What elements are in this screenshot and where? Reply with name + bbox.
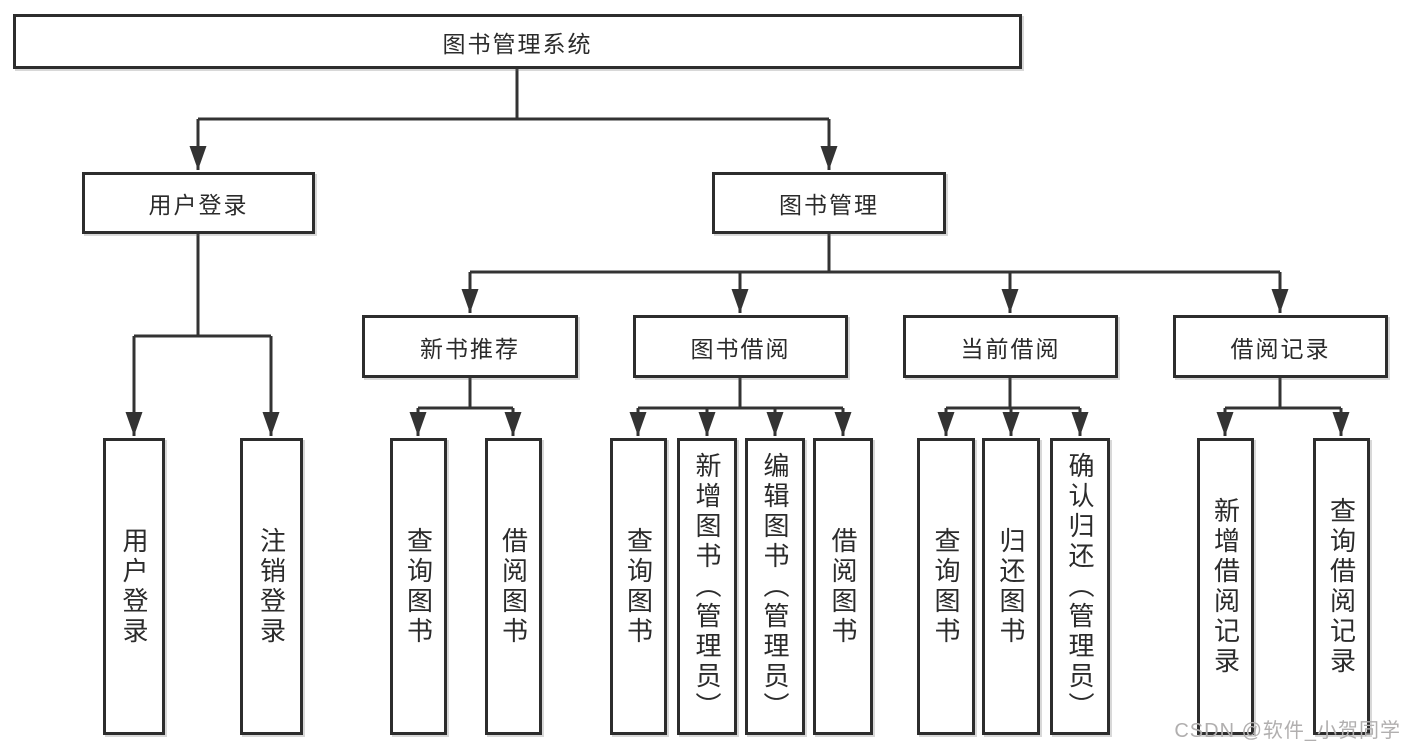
csdn-watermark: CSDN @软件_小贺同学: [1174, 720, 1401, 742]
connector-user-login-trunk: [134, 233, 271, 338]
connector-borrowing-records-trunk: [1225, 378, 1341, 410]
node-return-books: 归还图书: [982, 438, 1040, 735]
node-label: 图书借阅: [690, 335, 791, 362]
node-query-books-borrowing: 查询图书: [610, 438, 667, 735]
node-label: 编辑图书（管理员）: [760, 451, 790, 722]
node-label: 用户登录: [119, 526, 149, 647]
node-edit-books-admin: 编辑图书（管理员）: [745, 438, 805, 735]
node-user-login: 用户登录: [82, 172, 315, 234]
node-new-book-recommend: 新书推荐: [362, 315, 578, 378]
node-borrowing-records: 借阅记录: [1173, 315, 1388, 378]
node-label: 查询借阅记录: [1326, 496, 1357, 677]
node-book-management: 图书管理: [712, 172, 946, 234]
node-label: 注销登录: [256, 526, 287, 647]
node-book-borrowing: 图书借阅: [633, 315, 848, 378]
node-label: 新增图书（管理员）: [692, 451, 722, 722]
node-label: 图书管理: [779, 192, 879, 218]
node-add-books-admin: 新增图书（管理员）: [677, 438, 737, 735]
node-library-management-system: 图书管理系统: [13, 14, 1022, 69]
node-label: 查询图书: [931, 526, 961, 647]
node-add-borrow-record: 新增借阅记录: [1197, 438, 1254, 735]
node-label: 新书推荐: [420, 335, 520, 362]
connector-root-trunk: [198, 68, 829, 121]
node-label: 查询图书: [623, 526, 654, 647]
node-query-books-recommend: 查询图书: [390, 438, 447, 735]
node-label: 借阅图书: [498, 526, 529, 647]
connector-book-borrowing-trunk: [638, 378, 843, 410]
connector-current-borrowing-trunk: [946, 378, 1080, 410]
connector-book-management-trunk: [470, 233, 1280, 274]
node-user-login-action: 用户登录: [103, 438, 165, 735]
node-logout-action: 注销登录: [240, 438, 303, 735]
node-label: 用户登录: [148, 192, 249, 218]
node-label: 借阅记录: [1230, 335, 1331, 362]
node-label: 确认归还（管理员）: [1065, 451, 1095, 722]
node-label: 归还图书: [996, 526, 1026, 647]
node-label: 查询图书: [403, 526, 434, 647]
node-current-borrowing: 当前借阅: [903, 315, 1118, 378]
node-label: 借阅图书: [828, 526, 858, 647]
node-query-borrow-record: 查询借阅记录: [1313, 438, 1370, 735]
connector-new-book-trunk: [418, 378, 513, 410]
node-label: 图书管理系统: [442, 30, 593, 57]
node-borrow-books-borrowing: 借阅图书: [813, 438, 873, 735]
node-label: 新增借阅记录: [1210, 496, 1241, 677]
node-borrow-books-recommend: 借阅图书: [485, 438, 542, 735]
node-query-books-current: 查询图书: [917, 438, 975, 735]
node-confirm-return-admin: 确认归还（管理员）: [1050, 438, 1110, 735]
node-label: 当前借阅: [960, 335, 1061, 362]
